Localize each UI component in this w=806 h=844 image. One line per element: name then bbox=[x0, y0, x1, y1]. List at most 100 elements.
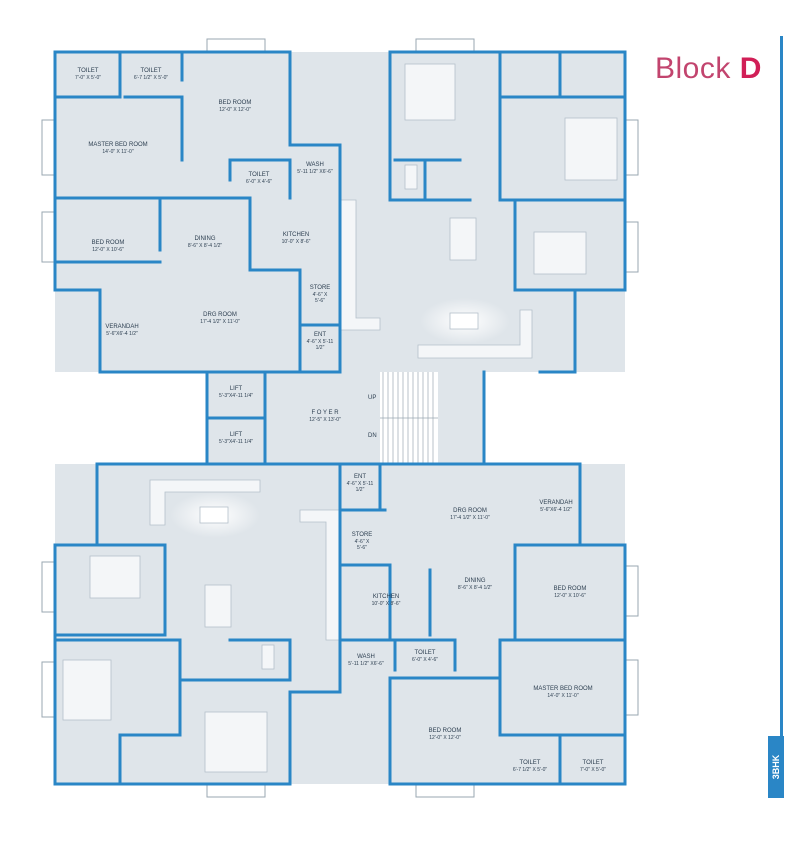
room-name: KITCHEN bbox=[282, 232, 310, 238]
room-toilet: TOILET 6'-0" X 4'-6" bbox=[230, 172, 288, 185]
window bbox=[41, 661, 56, 718]
side-tag-label: 3BHK bbox=[771, 754, 781, 780]
wall bbox=[53, 462, 292, 786]
room-dimension: 10'-0" X 8'-6" bbox=[281, 239, 311, 245]
room-name: F O Y E R bbox=[311, 410, 339, 416]
bed-furniture bbox=[564, 117, 618, 181]
room-name: STORE bbox=[309, 285, 331, 291]
window bbox=[624, 659, 639, 716]
staircase bbox=[380, 372, 438, 464]
window bbox=[415, 783, 475, 798]
room-dimension: 6'-7 1/2" X 5'-0" bbox=[133, 75, 169, 81]
side-line bbox=[780, 36, 783, 780]
center-table bbox=[199, 506, 229, 524]
room-toilet: TOILET 6'-7 1/2" X 5'-0" bbox=[122, 68, 180, 81]
room-dimension: 10'-0" X 8'-6" bbox=[371, 601, 401, 607]
stair-up-label: UP bbox=[368, 395, 377, 401]
window bbox=[41, 561, 56, 613]
room-lift: LIFT 5'-3"X4'-11 1/4" bbox=[209, 432, 263, 445]
block-title-letter: D bbox=[739, 52, 762, 85]
room-dimension: 17'-4 1/2" X 11'-0" bbox=[200, 319, 240, 325]
block-title-prefix: Block bbox=[655, 52, 731, 85]
room-name: BED ROOM bbox=[91, 240, 125, 246]
room-name: VERANDAH bbox=[539, 500, 573, 506]
room-dimension: 6'-7 1/2" X 5'-0" bbox=[512, 767, 548, 773]
room-dimension: 17'-4 1/2" X 11'-0" bbox=[450, 515, 490, 521]
room-bed-room: BED ROOM 12'-0" X 10'-6" bbox=[58, 240, 158, 253]
room-dimension: 12'-0" X 10'-6" bbox=[554, 593, 586, 599]
room-bed-room: BED ROOM 12'-0" X 12'-0" bbox=[395, 728, 495, 741]
room-master-bed-room: MASTER BED ROOM 14'-0" X 11'-0" bbox=[58, 142, 178, 155]
room-dimension: 4'-6" X 5'-11 1/2" bbox=[346, 481, 374, 493]
room-toilet: TOILET 7'-0" X 5'-0" bbox=[563, 760, 623, 773]
stair-down-label: DN bbox=[368, 433, 377, 439]
side-tag: 3BHK bbox=[768, 736, 784, 798]
block-title: Block D bbox=[655, 52, 762, 86]
floor-top-left bbox=[55, 52, 340, 372]
bed-furniture bbox=[404, 63, 456, 121]
room-name: TOILET bbox=[519, 760, 541, 766]
room-name: TOILET bbox=[582, 760, 604, 766]
room-name: LIFT bbox=[229, 432, 243, 438]
wall bbox=[538, 288, 577, 374]
room-dimension: 4'-6" X 5'-6" bbox=[354, 539, 370, 551]
dining-table bbox=[204, 584, 232, 628]
room-store: STORE 4'-6" X 5'-6" bbox=[302, 285, 338, 304]
wall bbox=[228, 638, 292, 682]
room-dimension: 7'-0" X 5'-0" bbox=[579, 767, 607, 773]
room-wash: WASH 5'-11 1/2" X6'-6" bbox=[343, 654, 389, 667]
room-name: MASTER BED ROOM bbox=[533, 686, 593, 692]
room-dimension: 5'-11 1/2" X6'-6" bbox=[297, 169, 333, 175]
window bbox=[624, 565, 639, 617]
room-name: BED ROOM bbox=[553, 586, 587, 592]
room-name: ENT bbox=[314, 332, 326, 338]
room-toilet: TOILET 7'-0" X 5'-0" bbox=[58, 68, 118, 81]
window bbox=[624, 221, 639, 273]
sofa bbox=[417, 309, 533, 359]
room-dimension: 7'-0" X 5'-0" bbox=[74, 75, 102, 81]
room-toilet: TOILET 6'-0" X 4'-6" bbox=[396, 650, 454, 663]
wall bbox=[53, 50, 342, 147]
room-name: TOILET bbox=[248, 172, 270, 178]
dining-table bbox=[449, 217, 477, 261]
floor-bottom-right bbox=[340, 464, 625, 784]
room-drg-room: DRG ROOM 17'-4 1/2" X 11'-0" bbox=[170, 312, 270, 325]
wall bbox=[53, 543, 167, 637]
sofa bbox=[149, 479, 261, 526]
wall bbox=[53, 638, 182, 737]
room-name: WASH bbox=[357, 654, 375, 660]
room-dimension: 8'-6" X 8'-4 1/2" bbox=[457, 585, 493, 591]
window bbox=[206, 783, 266, 798]
bed-furniture bbox=[62, 659, 112, 721]
room-bed-room: BED ROOM 12'-0" X 10'-6" bbox=[520, 586, 620, 599]
room-name: DINING bbox=[194, 236, 216, 242]
room-name: DRG ROOM bbox=[203, 312, 237, 318]
wall bbox=[388, 50, 472, 202]
room-dimension: 4'-6" X 5'-11 1/2" bbox=[306, 339, 334, 351]
window bbox=[41, 119, 56, 176]
room-name: LIFT bbox=[229, 386, 243, 392]
room-name: BED ROOM bbox=[428, 728, 462, 734]
room-kitchen: KITCHEN 10'-0" X 8'-6" bbox=[255, 232, 337, 245]
room-foyer: F O Y E R 12'-5" X 13'-0" bbox=[275, 410, 375, 423]
room-ent: ENT 4'-6" X 5'-11 1/2" bbox=[342, 474, 378, 493]
bed-furniture bbox=[89, 555, 141, 599]
room-name: WASH bbox=[306, 162, 324, 168]
room-dimension: 12'-0" X 10'-6" bbox=[92, 247, 124, 253]
room-name: BED ROOM bbox=[218, 100, 252, 106]
room-dimension: 12'-5" X 13'-0" bbox=[309, 417, 341, 423]
bed-furniture bbox=[533, 231, 587, 275]
wall bbox=[388, 50, 627, 202]
room-dimension: 5'-6"X6'-4 1/2" bbox=[106, 331, 138, 337]
window bbox=[624, 119, 639, 176]
window bbox=[415, 38, 475, 53]
room-name: STORE bbox=[351, 532, 373, 538]
room-name: KITCHEN bbox=[372, 594, 400, 600]
room-name: ENT bbox=[354, 474, 366, 480]
room-dimension: 14'-0" X 11'-0" bbox=[547, 693, 579, 699]
room-dimension: 5'-6"X6'-4 1/2" bbox=[540, 507, 572, 513]
room-dimension: 5'-3"X4'-11 1/4" bbox=[219, 393, 253, 399]
room-name: MASTER BED ROOM bbox=[88, 142, 148, 148]
room-dimension: 5'-11 1/2" X6'-6" bbox=[348, 661, 384, 667]
room-verandah: VERANDAH 5'-6"X6'-4 1/2" bbox=[100, 324, 144, 337]
